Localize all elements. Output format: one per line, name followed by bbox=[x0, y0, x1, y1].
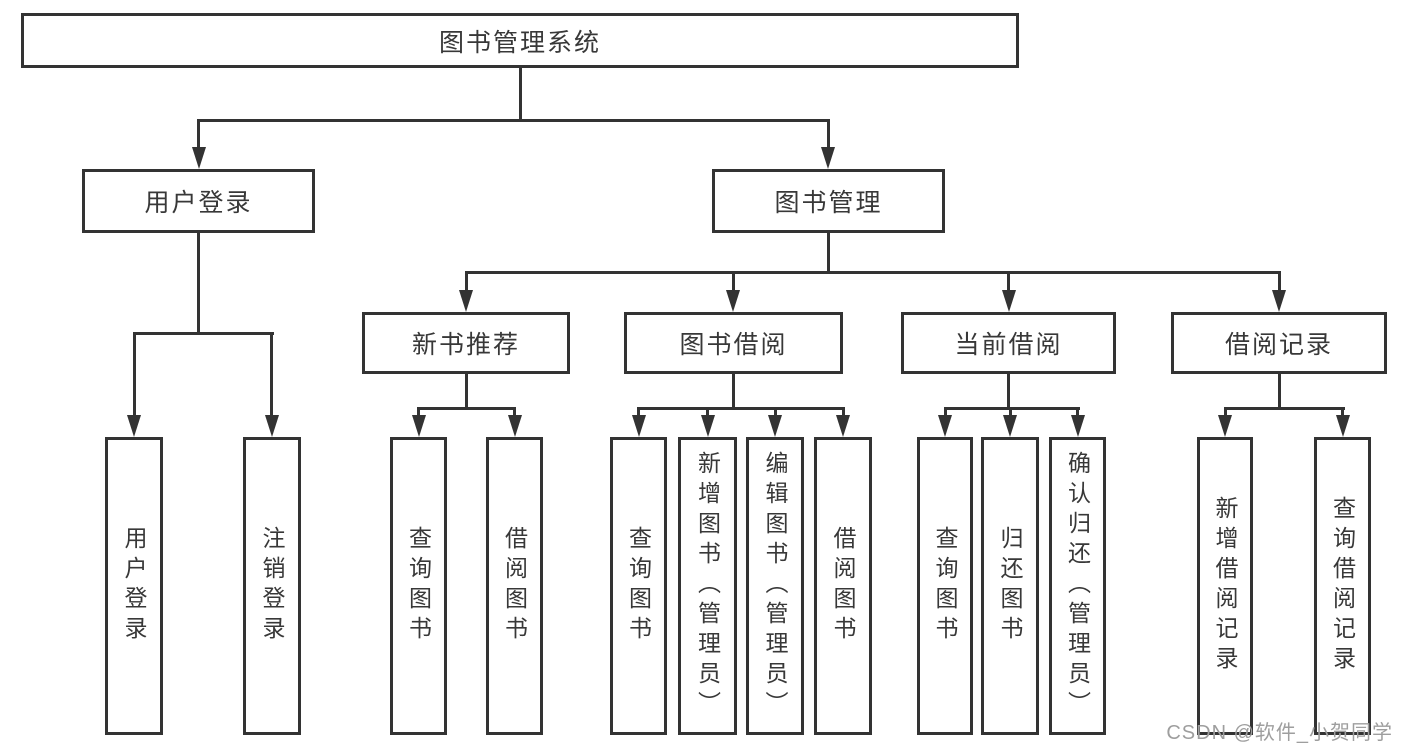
connector-line bbox=[197, 232, 200, 335]
arrowhead-down-icon bbox=[1218, 415, 1232, 437]
connector-line bbox=[1277, 373, 1281, 410]
connector-line bbox=[417, 406, 420, 419]
connector-line bbox=[197, 119, 200, 151]
arrowhead-down-icon bbox=[1272, 290, 1286, 312]
arrowhead-down-icon bbox=[726, 290, 740, 312]
connector-line bbox=[1341, 406, 1344, 419]
connector-line bbox=[1007, 270, 1010, 294]
arrowhead-down-icon bbox=[507, 415, 522, 437]
arrowhead-down-icon bbox=[459, 290, 473, 312]
connector-line bbox=[464, 270, 468, 294]
csdn-watermark: CSDN @软件_小贺同学 bbox=[1166, 722, 1393, 744]
leaf-user-login: 用户登录 bbox=[105, 437, 163, 735]
arrowhead-down-icon bbox=[821, 147, 835, 169]
leaf-logout: 注销登录 bbox=[243, 437, 301, 735]
leaf-query-books-borrowing: 查询图书 bbox=[610, 437, 667, 735]
arrowhead-down-icon bbox=[411, 415, 426, 437]
arrowhead-down-icon bbox=[1001, 290, 1016, 312]
connector-line bbox=[731, 373, 735, 410]
connector-line bbox=[841, 406, 845, 419]
node-library-management-system: 图书管理系统 bbox=[21, 13, 1019, 68]
leaf-query-books-current: 查询图书 bbox=[917, 437, 973, 735]
arrowhead-down-icon bbox=[127, 415, 141, 437]
leaf-return-books: 归还图书 bbox=[981, 437, 1039, 735]
arrowhead-down-icon bbox=[700, 415, 715, 437]
connector-line bbox=[1223, 406, 1227, 419]
leaf-query-books-recommend: 查询图书 bbox=[390, 437, 447, 735]
connector-line bbox=[464, 373, 468, 410]
connector-line bbox=[731, 270, 735, 294]
arrowhead-down-icon bbox=[1335, 415, 1350, 437]
connector-line bbox=[773, 406, 777, 419]
leaf-add-books-admin: 新增图书（管理员） bbox=[678, 437, 737, 735]
connector-line bbox=[197, 118, 830, 122]
arrowhead-down-icon bbox=[1003, 415, 1017, 437]
connector-line bbox=[513, 406, 516, 419]
connector-line bbox=[943, 406, 947, 419]
connector-line bbox=[464, 270, 1281, 274]
connector-line bbox=[270, 331, 273, 419]
connector-line bbox=[417, 406, 516, 410]
leaf-edit-books-admin: 编辑图书（管理员） bbox=[746, 437, 804, 735]
node-book-management: 图书管理 bbox=[712, 169, 945, 233]
arrowhead-down-icon bbox=[264, 415, 279, 437]
connector-line bbox=[706, 406, 709, 419]
connector-line bbox=[1008, 406, 1012, 419]
connector-line bbox=[132, 331, 136, 419]
arrowhead-down-icon bbox=[938, 415, 952, 437]
arrowhead-down-icon bbox=[1070, 415, 1085, 437]
node-new-book-recommendation: 新书推荐 bbox=[362, 312, 570, 374]
connector-line bbox=[1223, 406, 1345, 410]
arrowhead-down-icon bbox=[631, 415, 646, 437]
leaf-borrow-books-recommend: 借阅图书 bbox=[486, 437, 543, 735]
connector-line bbox=[943, 406, 1080, 410]
leaf-confirm-return-admin: 确认归还（管理员） bbox=[1049, 437, 1106, 735]
leaf-borrow-books: 借阅图书 bbox=[814, 437, 872, 735]
connector-line bbox=[1076, 406, 1079, 419]
connector-line bbox=[827, 119, 830, 151]
node-user-login: 用户登录 bbox=[82, 169, 315, 233]
node-borrowing-records: 借阅记录 bbox=[1171, 312, 1387, 374]
connector-line bbox=[637, 406, 640, 419]
arrowhead-down-icon bbox=[836, 415, 850, 437]
connector-line bbox=[519, 68, 522, 122]
arrowhead-down-icon bbox=[768, 415, 782, 437]
arrowhead-down-icon bbox=[191, 147, 206, 169]
connector-line bbox=[637, 406, 845, 410]
connector-line bbox=[132, 331, 274, 335]
node-current-borrowing: 当前借阅 bbox=[901, 312, 1116, 374]
leaf-add-borrow-record: 新增借阅记录 bbox=[1197, 437, 1253, 735]
leaf-query-borrow-record: 查询借阅记录 bbox=[1314, 437, 1371, 735]
connector-line bbox=[1007, 373, 1010, 410]
node-book-borrowing: 图书借阅 bbox=[624, 312, 843, 374]
connector-line bbox=[1277, 270, 1281, 294]
connector-line bbox=[827, 232, 830, 274]
